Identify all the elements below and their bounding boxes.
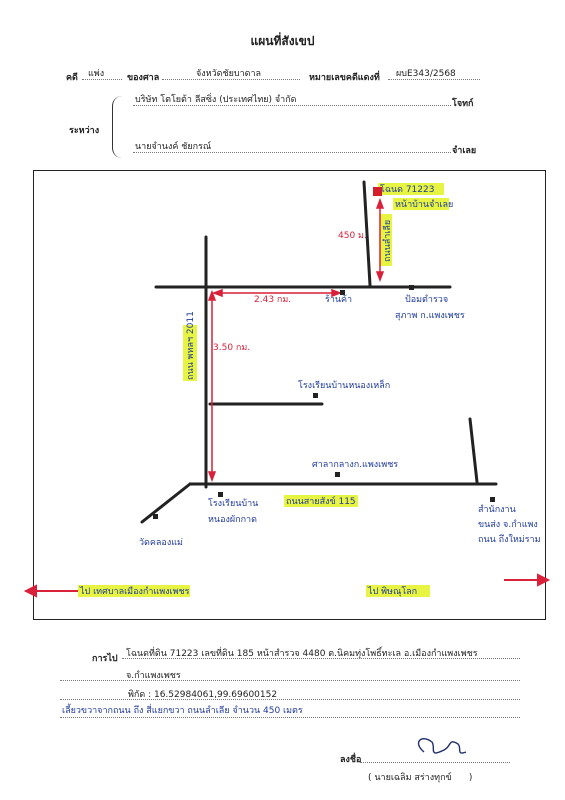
label-arrow-left: ไป เทศบาลเมืองกำแพงเพชร bbox=[79, 586, 190, 597]
highlight-target-sub bbox=[393, 198, 449, 210]
between-label: ระหว่าง bbox=[69, 126, 100, 136]
highlight-road-main bbox=[284, 495, 358, 507]
label-road-right: ถนนลำเลีย bbox=[382, 220, 393, 262]
place-markers bbox=[153, 285, 495, 519]
label-right-1: สำนักงาน bbox=[478, 504, 516, 515]
court-value: จังหวัดชัยบาดาล bbox=[196, 69, 262, 79]
case-label: คดี bbox=[66, 73, 78, 83]
black-case-value: ผบE343/2568 bbox=[396, 69, 456, 79]
label-bottom-left-1: โรงเรียนบ้าน bbox=[208, 498, 258, 509]
between-brace bbox=[112, 96, 125, 158]
road-right-branch bbox=[468, 417, 479, 484]
route-line-1: โฉนดที่ดิน 71223 เลขที่ดิน 185 หน้าสำรวจ… bbox=[126, 649, 478, 659]
label-place-top-right-2: สุภาพ ก.แพงเพชร bbox=[395, 311, 465, 321]
label-temple: วัดคลองแม่ bbox=[139, 538, 183, 548]
measure-lines bbox=[207, 197, 385, 483]
highlight-road-left bbox=[183, 325, 197, 381]
defendant-name: นายจำนงค์ ชัยกรณ์ bbox=[135, 142, 212, 152]
page-title: แผนที่สังเขป bbox=[250, 34, 315, 48]
label-place-top-right-1: ป้อมตำรวจ bbox=[405, 294, 448, 305]
label-road-main: ถนนสายสังข์ 115 bbox=[286, 495, 356, 507]
target-marker bbox=[373, 187, 382, 196]
route-line-4: เลี้ยวขวาจากถนน ถึง สี่แยกขวา ถนนลำเลีย … bbox=[62, 706, 303, 716]
road-vertical-right bbox=[362, 180, 372, 287]
label-place-lower: ศาลากลางก.แพงเพชร bbox=[312, 460, 398, 470]
road-diagonal bbox=[140, 482, 192, 524]
route-line-2: จ.กำแพงเพชร bbox=[126, 671, 181, 681]
label-road-left: ถนน พหลฯ 2011 bbox=[186, 311, 196, 380]
signer-name: ( นายเฉลิม สร่างทุกข์ ) bbox=[368, 773, 473, 783]
label-place-top-mid: ร้านค้า bbox=[325, 294, 352, 305]
label-bottom-left-2: หนองผักกาด bbox=[208, 515, 257, 525]
label-target: โฉนด 71223 bbox=[380, 184, 434, 195]
coords: พิกัด : 16.52984061,99.69600152 bbox=[128, 690, 278, 700]
highlight-road-right bbox=[380, 214, 392, 266]
label-right-3: ถนน ถึงใหม่ราม bbox=[478, 534, 541, 545]
label-arrow-right: ไป พิษณุโลก bbox=[367, 586, 417, 597]
route-label: การไป bbox=[92, 654, 118, 664]
label-dist-243: 2.43 กม. bbox=[254, 295, 291, 305]
black-case-label: หมายเลขคดีแดงที่ bbox=[309, 73, 380, 83]
label-right-2: ขนส่ง จ.กำแพง bbox=[478, 519, 538, 530]
defendant-role: จำเลย bbox=[452, 146, 477, 156]
highlight-arrow-right bbox=[366, 585, 430, 597]
case-value: แพ่ง bbox=[88, 69, 105, 79]
direction-arrows bbox=[23, 573, 551, 598]
plaintiff-role: โจทก์ bbox=[452, 99, 474, 109]
plaintiff-name: บริษัท โตโยต้า ลีสซิ่ง (ประเทศไทย) จำกัด bbox=[135, 95, 297, 105]
highlight-arrow-left bbox=[78, 585, 190, 597]
sign-label: ลงชื่อ bbox=[340, 755, 362, 765]
label-dist-350: 3.50 กม. bbox=[213, 343, 250, 353]
highlight-target bbox=[378, 183, 444, 195]
court-label: ของศาล bbox=[127, 73, 160, 83]
label-dist-450: 450 ม. bbox=[338, 231, 367, 241]
map-frame bbox=[33, 170, 546, 620]
label-target-sub: หน้าบ้านจำเลย bbox=[395, 199, 453, 210]
label-place-middle: โรงเรียนบ้านหนองเหล็ก bbox=[298, 378, 390, 391]
roads bbox=[140, 180, 498, 524]
